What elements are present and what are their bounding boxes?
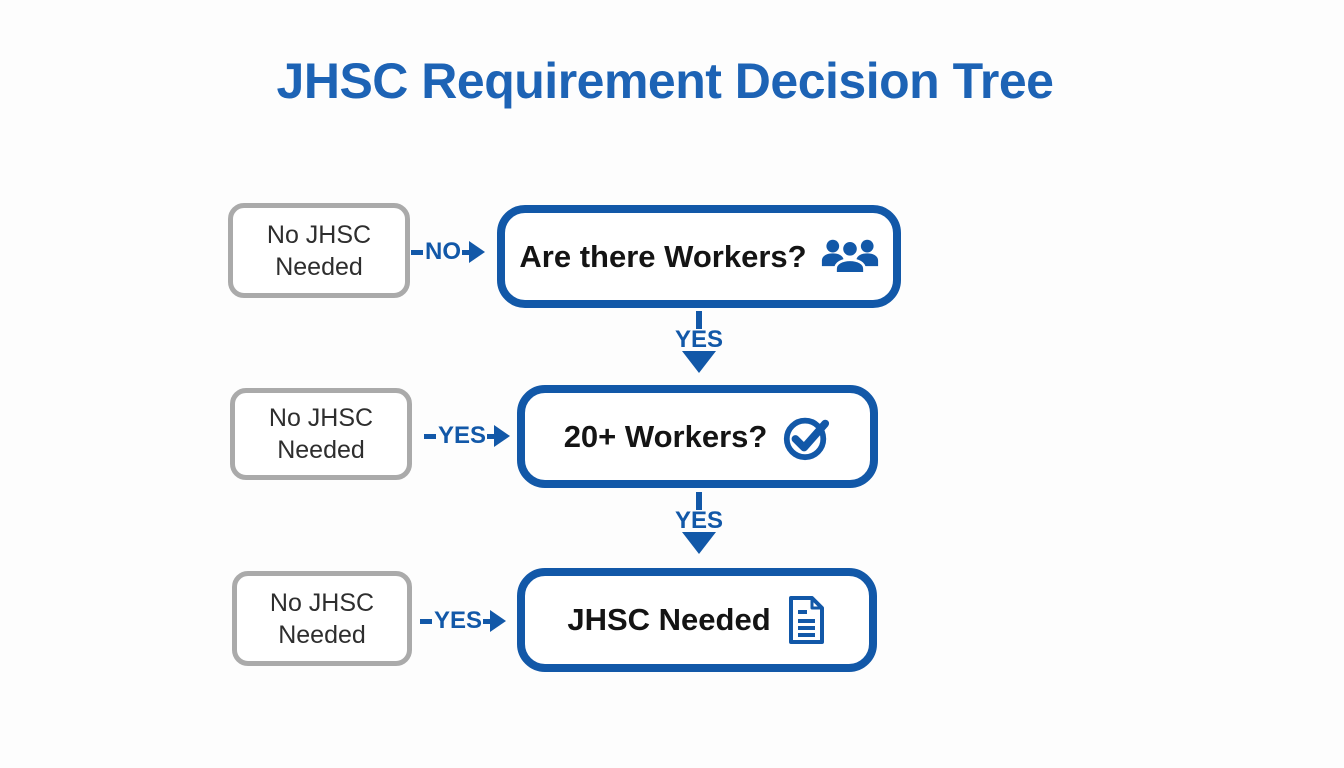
decision-box-are-there-workers: Are there Workers?	[497, 205, 901, 308]
people-group-icon	[821, 238, 878, 275]
document-icon	[788, 596, 824, 644]
flow-arrow-down-yes-1: YES	[657, 311, 741, 381]
branch-arrow-yes-left: YES	[424, 420, 511, 452]
decision-label: JHSC Needed	[567, 602, 771, 637]
arrow-line	[696, 492, 702, 510]
arrow-head-right-icon	[469, 241, 485, 263]
decision-label: Are there Workers?	[519, 238, 807, 274]
check-circle-icon	[784, 417, 830, 460]
page-title: JHSC Requirement Decision Tree	[276, 53, 1054, 109]
arrow-dash	[411, 249, 423, 255]
arrow-head-right-icon	[490, 610, 507, 632]
branch-label: NO	[425, 238, 461, 265]
branch-arrow-no: NO	[411, 236, 485, 268]
yes-label: YES	[674, 507, 724, 534]
arrow-shaft	[487, 433, 495, 439]
outcome-label: No JHSC Needed	[269, 588, 375, 649]
arrow-head-right-icon	[494, 425, 511, 447]
outcome-box-no-jhsc-3: No JHSC Needed	[232, 571, 412, 666]
outcome-box-no-jhsc-1: No JHSC Needed	[228, 203, 410, 298]
outcome-box-no-jhsc-2: No JHSC Needed	[230, 388, 412, 480]
arrow-dash	[424, 433, 436, 439]
outcome-label: No JHSC Needed	[266, 220, 372, 281]
decision-box-20-plus-workers: 20+ Workers?	[517, 385, 878, 488]
yes-label: YES	[674, 326, 724, 353]
arrow-dash	[420, 618, 432, 624]
decision-label: 20+ Workers?	[563, 418, 768, 454]
branch-label: YES	[434, 607, 483, 634]
arrow-line	[696, 311, 702, 329]
arrow-shaft	[462, 249, 469, 255]
flow-arrow-down-yes-2: YES	[657, 492, 741, 562]
arrow-shaft	[483, 618, 491, 624]
branch-arrow-yes-left-2: YES	[420, 605, 507, 637]
outcome-label: No JHSC Needed	[268, 404, 374, 464]
arrow-head-down-icon	[682, 532, 716, 555]
decision-box-jhsc-needed: JHSC Needed	[517, 568, 877, 672]
arrow-head-down-icon	[682, 351, 716, 374]
branch-label: YES	[438, 422, 487, 449]
